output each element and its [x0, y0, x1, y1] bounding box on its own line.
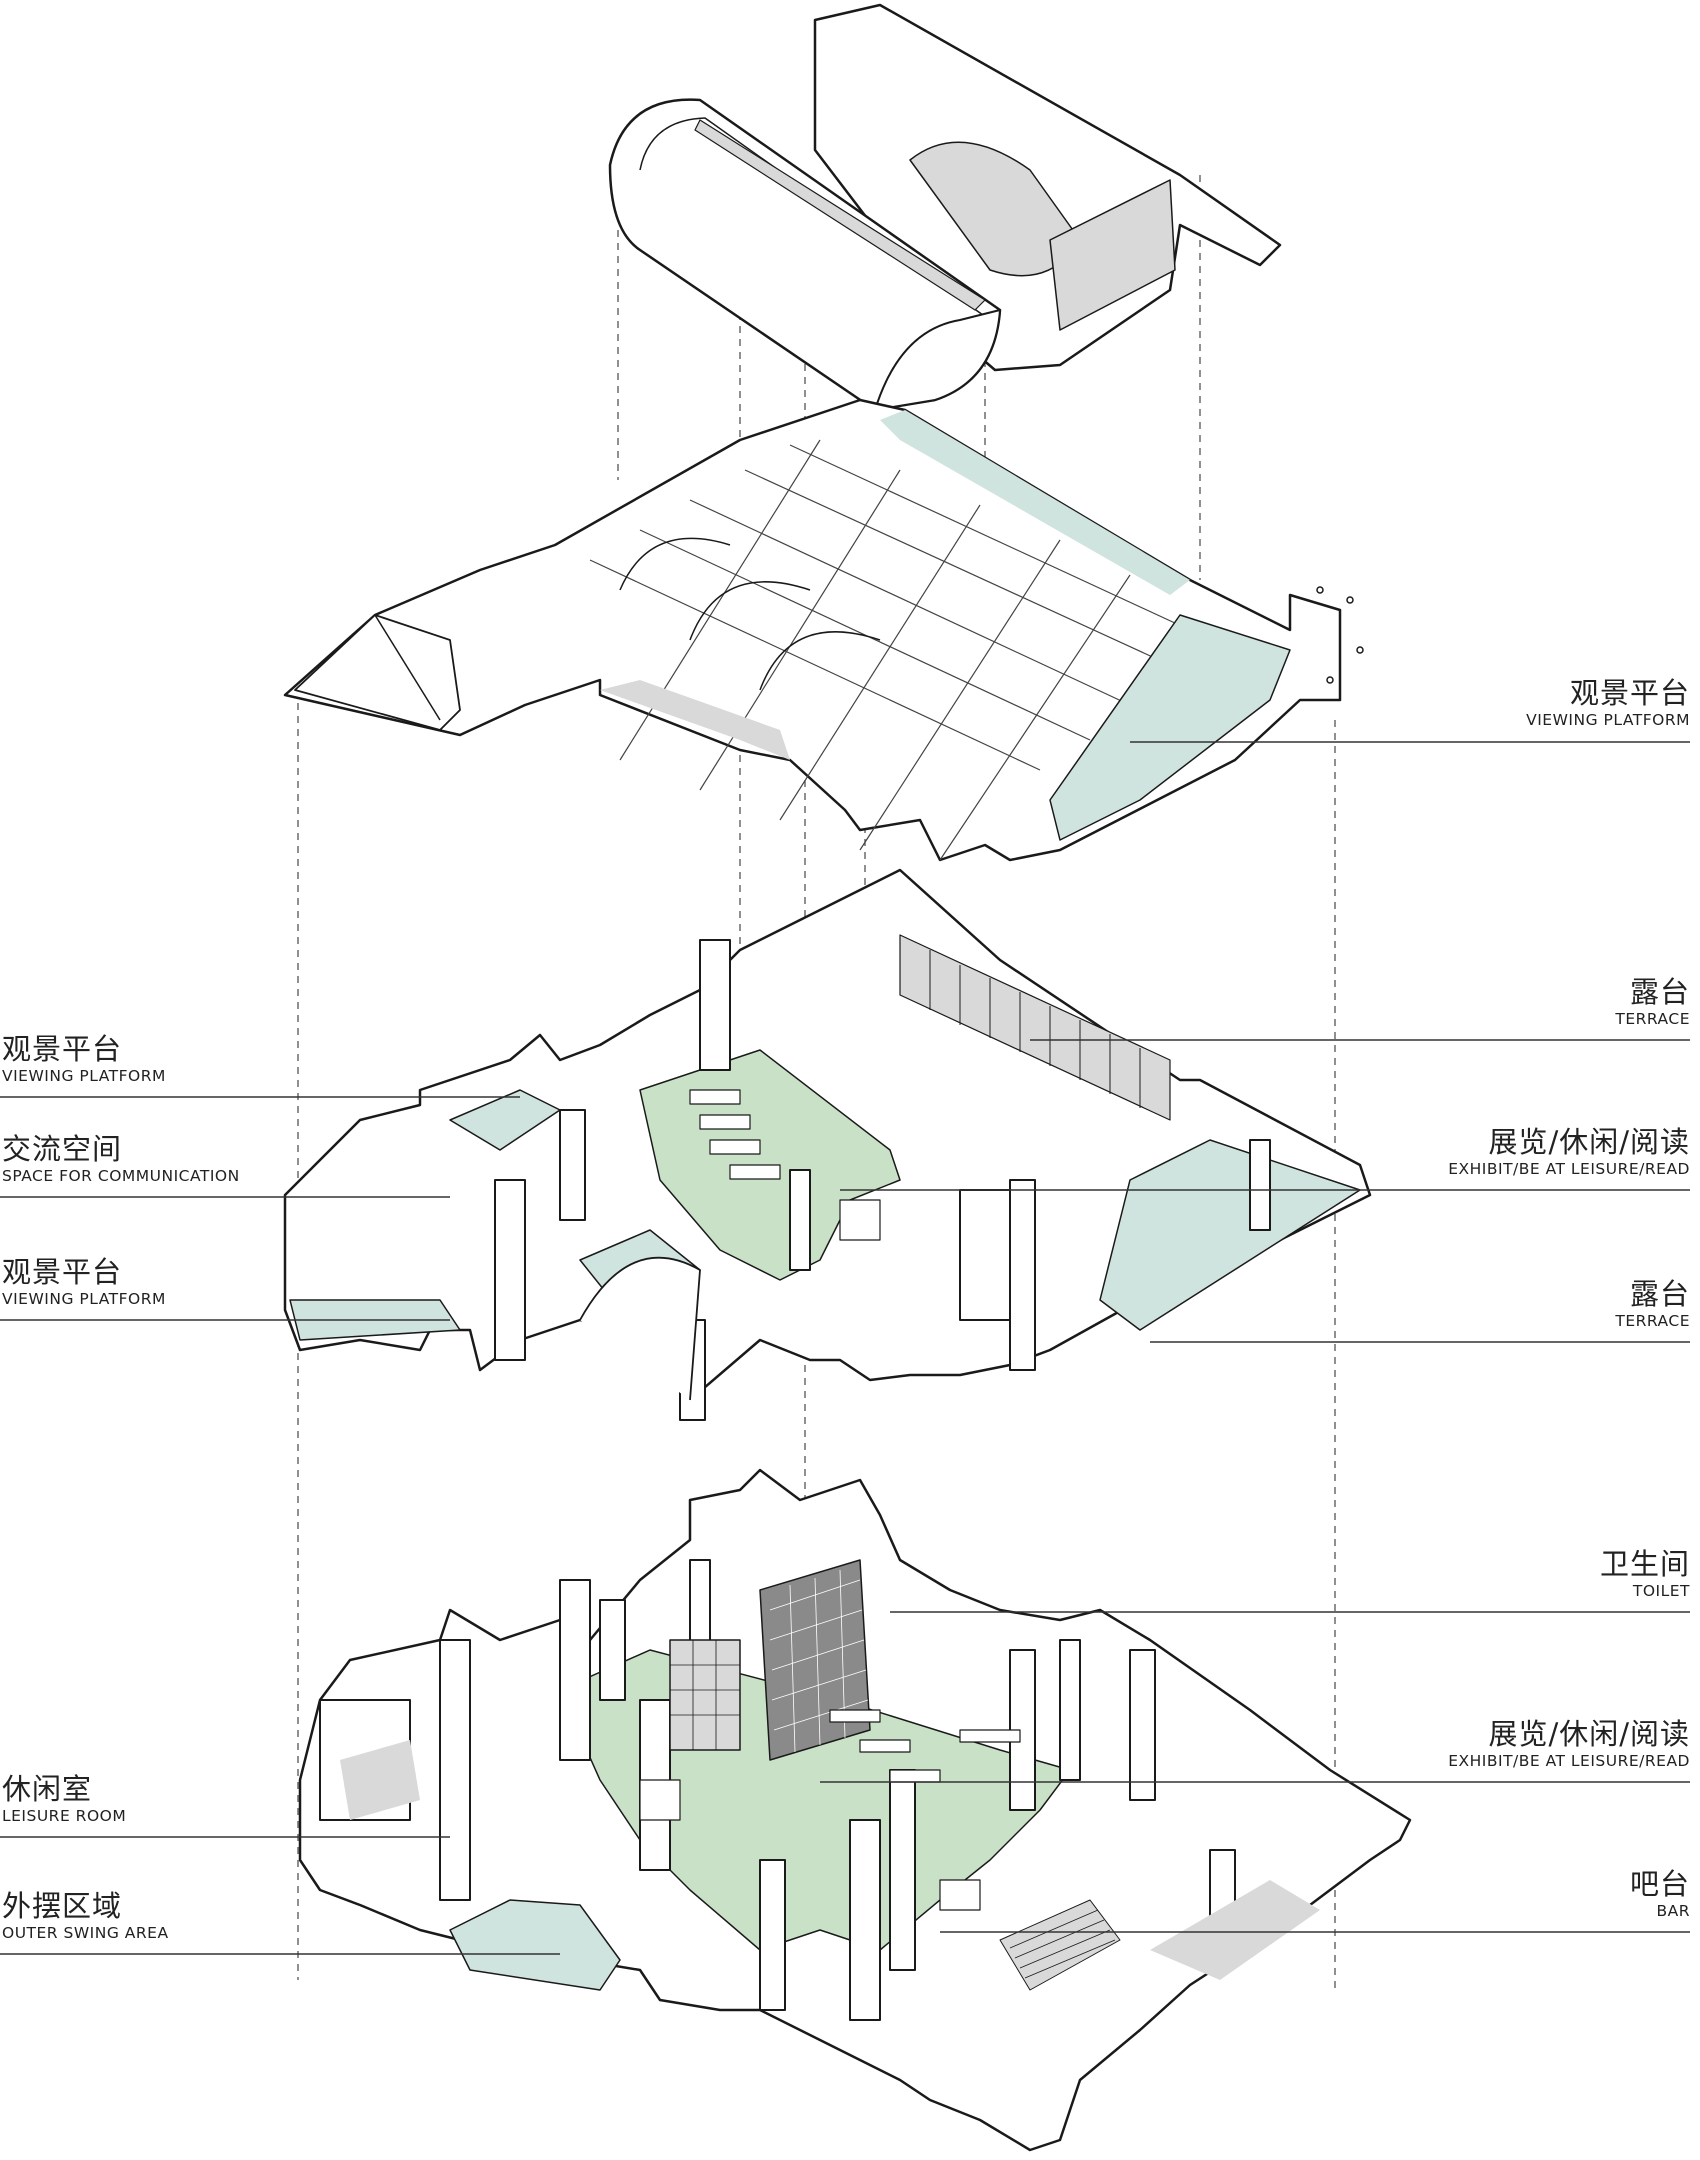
- label-en: TERRACE: [1615, 1312, 1690, 1330]
- label-cn: 交流空间: [2, 1132, 123, 1166]
- ground-floor-stair-lines: [1009, 1909, 1116, 1979]
- label-en: OUTER SWING AREA: [2, 1924, 169, 1942]
- second-floor-level: [283, 868, 1372, 1421]
- roof-level: [608, 3, 1282, 412]
- deck-arch-3: [759, 631, 881, 691]
- leader-lines: [0, 741, 1690, 1955]
- roof-right-vault-shade: [909, 141, 1081, 277]
- label-exhibit-ground-floor: 展览/休闲/阅读 EXHIBIT/BE AT LEISURE/READ: [1448, 1717, 1690, 1771]
- label-cn: 卫生间: [1599, 1547, 1690, 1581]
- roof-left-vault-end: [874, 309, 1001, 411]
- label-viewing-platform-upper: 观景平台 VIEWING PLATFORM: [2, 1032, 166, 1086]
- ground-floor-bookshelf-lines: [670, 1640, 740, 1750]
- label-viewing-platform-lower: 观景平台 VIEWING PLATFORM: [2, 1255, 166, 1309]
- ground-floor-shadow-right: [1150, 1880, 1320, 1980]
- label-en: VIEWING PLATFORM: [1526, 711, 1690, 729]
- second-floor-furniture: [689, 1089, 881, 1241]
- ground-floor-level: [298, 1468, 1412, 2152]
- ground-floor-stairs: [999, 1899, 1121, 1991]
- label-bar: 吧台 BAR: [1630, 1867, 1690, 1921]
- label-en: TOILET: [1632, 1582, 1690, 1600]
- ground-floor-shadow-left: [340, 1740, 420, 1820]
- label-leisure-room: 休闲室 LEISURE ROOM: [2, 1772, 126, 1826]
- ground-floor-bookshelf: [669, 1639, 741, 1751]
- label-cn: 观景平台: [1569, 676, 1690, 710]
- ground-floor-tables: [639, 1709, 1021, 1911]
- label-toilet: 卫生间 TOILET: [1600, 1547, 1690, 1601]
- label-cn: 展览/休闲/阅读: [1488, 1717, 1690, 1751]
- label-en: VIEWING PLATFORM: [2, 1290, 166, 1308]
- deck-arch-2: [689, 581, 811, 641]
- label-cn: 休闲室: [2, 1772, 93, 1806]
- second-floor-vault-arch: [579, 1256, 701, 1401]
- label-space-for-communication: 交流空间 SPACE FOR COMMUNICATION: [2, 1132, 240, 1186]
- label-cn: 外摆区域: [2, 1889, 123, 1923]
- label-en: BAR: [1656, 1902, 1690, 1920]
- label-cn: 观景平台: [2, 1255, 123, 1289]
- label-cn: 露台: [1629, 975, 1690, 1009]
- roof-right-shadow: [1049, 179, 1176, 331]
- label-en: EXHIBIT/BE AT LEISURE/READ: [1448, 1752, 1690, 1770]
- deck-level: [283, 398, 1364, 862]
- label-cn: 吧台: [1629, 1867, 1690, 1901]
- label-en: EXHIBIT/BE AT LEISURE/READ: [1448, 1160, 1690, 1178]
- second-floor-terrace-right: [1099, 1139, 1361, 1331]
- second-floor-glazing: [899, 934, 1171, 1121]
- deck-viewing-platform: [1049, 614, 1291, 841]
- deck-shadow-1: [600, 680, 790, 760]
- deck-arch-1: [619, 537, 731, 591]
- roof-skylight: [694, 119, 986, 311]
- label-cn: 展览/休闲/阅读: [1488, 1125, 1690, 1159]
- label-terrace-upper: 露台 TERRACE: [1615, 975, 1690, 1029]
- second-floor-walls: [494, 939, 1271, 1421]
- label-viewing-platform-deck: 观景平台 VIEWING PLATFORM: [1526, 676, 1690, 730]
- label-en: TERRACE: [1615, 1010, 1690, 1028]
- label-en: VIEWING PLATFORM: [2, 1067, 166, 1085]
- deck-figures: [1316, 586, 1364, 684]
- deck-teal-strip: [880, 410, 1190, 595]
- deck-prow-ridge: [374, 614, 441, 721]
- label-en: LEISURE ROOM: [2, 1807, 127, 1825]
- label-exhibit-second-floor: 展览/休闲/阅读 EXHIBIT/BE AT LEISURE/READ: [1448, 1125, 1690, 1179]
- roof-left-vault-edge: [639, 117, 991, 321]
- label-terrace-lower: 露台 TERRACE: [1615, 1277, 1690, 1331]
- ground-floor-outer-swing: [449, 1899, 621, 1991]
- label-cn: 观景平台: [2, 1032, 123, 1066]
- deck-prow: [294, 614, 461, 731]
- label-outer-swing-area: 外摆区域 OUTER SWING AREA: [2, 1889, 169, 1943]
- label-en: SPACE FOR COMMUNICATION: [2, 1167, 240, 1185]
- second-floor-mullions: [929, 950, 1141, 1108]
- label-cn: 露台: [1629, 1277, 1690, 1311]
